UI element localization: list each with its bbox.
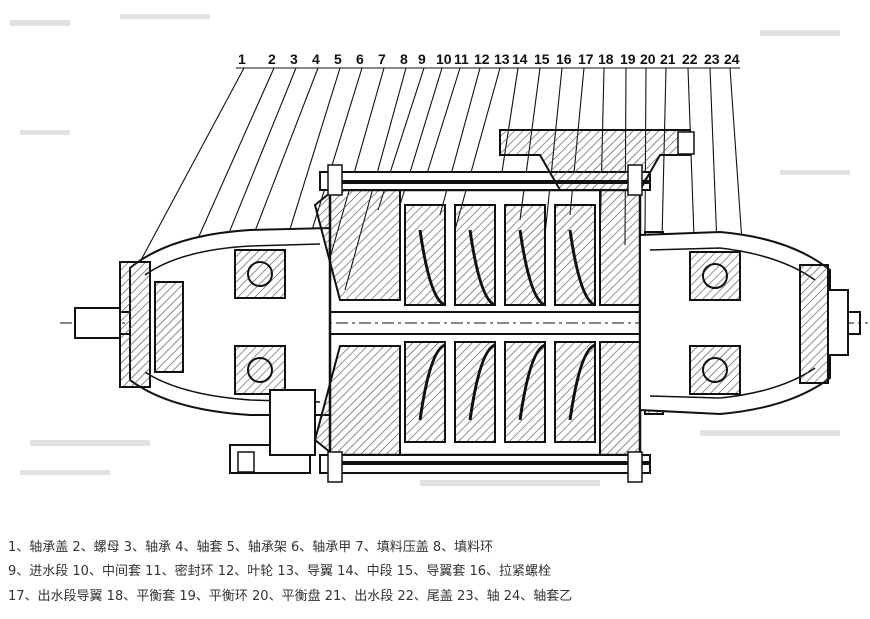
part-number-9: 9 [418, 51, 426, 67]
pump-drawing [60, 129, 868, 483]
background-texture [10, 14, 850, 486]
part-number-15: 15 [534, 51, 550, 67]
parts-legend-line-3: 17、出水段导翼 18、平衡套 19、平衡环 20、平衡盘 21、出水段 22、… [8, 589, 573, 604]
part-number-22: 22 [682, 51, 698, 67]
leader-line-11 [424, 67, 461, 181]
part-number-13: 13 [494, 51, 510, 67]
part-number-10: 10 [436, 51, 452, 67]
leader-line-13 [454, 67, 501, 231]
part-number-20: 20 [640, 51, 656, 67]
part-number-14: 14 [512, 51, 528, 67]
part-number-18: 18 [598, 51, 614, 67]
left-bearing [234, 249, 286, 299]
parts-legend-line-2: 9、进水段 10、中间套 11、密封环 12、叶轮 13、导翼 14、中段 15… [8, 564, 551, 579]
part-number-3: 3 [290, 51, 298, 67]
part-number-16: 16 [556, 51, 572, 67]
impeller-stages [404, 204, 596, 443]
right-bearing-housing [639, 230, 831, 416]
part-number-11: 11 [454, 51, 469, 67]
part-number-8: 8 [400, 51, 408, 67]
part-number-4: 4 [312, 51, 320, 67]
part-number-12: 12 [474, 51, 490, 67]
outlet-section [599, 189, 641, 306]
parts-legend-line-1: 1、轴承盖 2、螺母 3、轴承 4、轴套 5、轴承架 6、轴承甲 7、填料压盖 … [8, 540, 494, 555]
part-number-2: 2 [268, 51, 276, 67]
part-number-19: 19 [620, 51, 636, 67]
leader-line-14 [499, 67, 519, 186]
part-number-21: 21 [660, 51, 676, 67]
part-number-1: 1 [238, 51, 246, 67]
part-number-5: 5 [334, 51, 342, 67]
part-number-24: 24 [724, 51, 740, 67]
part-number-17: 17 [578, 51, 594, 67]
part-number-23: 23 [704, 51, 720, 67]
leader-line-1 [139, 67, 245, 263]
right-bearing [689, 251, 741, 301]
leader-line-12 [439, 67, 481, 216]
part-number-6: 6 [356, 51, 364, 67]
shaft-key-end [74, 307, 121, 339]
part-number-7: 7 [378, 51, 386, 67]
